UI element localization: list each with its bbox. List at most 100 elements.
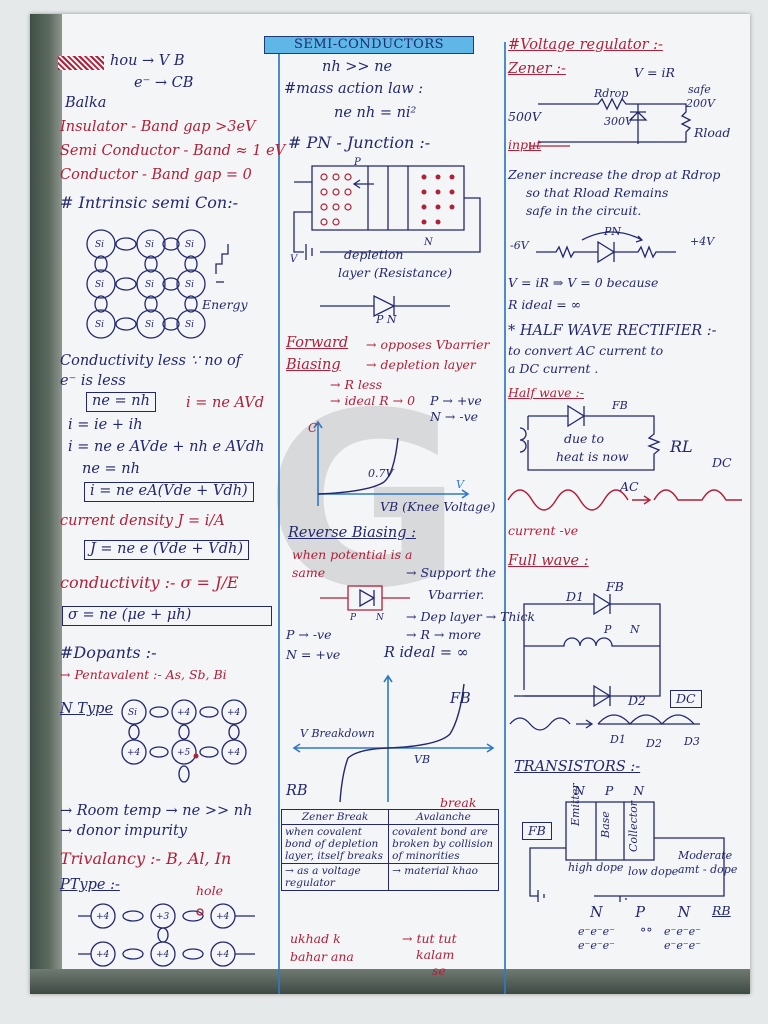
transistor-fb-box: FB bbox=[522, 822, 552, 840]
low-dope-label: low dope bbox=[628, 865, 679, 878]
electron-cb-line: e⁻ → CB bbox=[134, 75, 194, 91]
vb-label: VB bbox=[414, 753, 431, 766]
ptype-label: PType :- bbox=[60, 877, 120, 893]
pentavalent-line: → Pentavalent :- As, Sb, Bi bbox=[60, 667, 227, 682]
hwr-line-2: to convert AC current to bbox=[508, 343, 664, 358]
zener-avalanche-table: Zener Break Avalanche when covalent bond… bbox=[280, 808, 499, 892]
watermark-logo: G bbox=[265, 361, 462, 641]
footer-ukhad: ukhad k bbox=[290, 931, 341, 946]
v500-label: 500V bbox=[508, 109, 541, 124]
fw-d2-label: D2 bbox=[628, 693, 646, 708]
i-ne-avd: i = ne AVd bbox=[186, 395, 265, 411]
svg-text:V: V bbox=[456, 478, 465, 491]
amt-dope-label: amt - dope bbox=[678, 863, 738, 876]
depletion-label-2: layer (Resistance) bbox=[338, 265, 453, 280]
footer-bahar: bahar ana bbox=[290, 949, 354, 964]
table-header-zener: Zener Break bbox=[280, 808, 390, 826]
d2-bottom: D2 bbox=[646, 737, 662, 750]
forward-label: Forward bbox=[286, 335, 349, 351]
npn-top-labels: N P N bbox=[574, 783, 653, 798]
rl-label: RL bbox=[670, 437, 693, 456]
svg-text:Si: Si bbox=[95, 320, 104, 330]
svg-text:Si: Si bbox=[185, 320, 194, 330]
v300-label: 300V bbox=[604, 115, 633, 128]
holes-dots: °° bbox=[640, 925, 653, 940]
knee-voltage-label: VB (Knee Voltage) bbox=[380, 499, 496, 514]
svg-text:+4: +4 bbox=[227, 748, 241, 758]
full-wave-circuit bbox=[514, 582, 674, 710]
diode-pn-labels: P N bbox=[376, 313, 397, 326]
ne-nh-box: ne = nh bbox=[86, 392, 156, 412]
plus4-label: +4V bbox=[690, 235, 715, 248]
svg-text:N: N bbox=[375, 613, 385, 623]
dopants-heading: #Dopants :- bbox=[60, 643, 157, 662]
svg-text:+3: +3 bbox=[156, 912, 170, 922]
page-title: SEMI-CONDUCTORS bbox=[264, 36, 474, 54]
rectifier-waveform bbox=[508, 480, 742, 520]
mass-action-formula: ne nh = ni² bbox=[334, 105, 417, 121]
trivalancy-line: Trivalancy :- B, Al, In bbox=[60, 849, 232, 868]
svg-text:N: N bbox=[423, 237, 434, 248]
room-temp-line: → Room temp → ne >> nh bbox=[60, 803, 253, 819]
zener-label: Zener :- bbox=[508, 61, 566, 77]
rdrop-label: Rdrop bbox=[594, 87, 629, 100]
svg-text:+4: +4 bbox=[96, 950, 110, 960]
conductivity-formula: conductivity :- σ = J/E bbox=[60, 573, 239, 592]
ptype-lattice-diagram: +4+3+4 +4+4+4 bbox=[78, 898, 268, 968]
svg-text:C: C bbox=[308, 421, 317, 435]
diode-potential-circuit bbox=[512, 226, 712, 266]
fw-p-label: P bbox=[604, 623, 612, 636]
footer-kalam: kalam bbox=[416, 947, 455, 962]
svg-text:P: P bbox=[349, 613, 357, 623]
zener-regulator-circuit bbox=[510, 86, 710, 156]
transistors-heading: TRANSISTORS :- bbox=[514, 759, 641, 775]
svg-text:+4: +4 bbox=[96, 912, 110, 922]
rb-r-more: → R → more bbox=[406, 627, 482, 642]
table-header-avalanche: Avalanche bbox=[388, 808, 499, 826]
column-divider-left bbox=[278, 42, 280, 994]
rload-label: Rload bbox=[694, 125, 731, 140]
i-sum: i = ie + ih bbox=[68, 417, 143, 433]
safe-value: 200V bbox=[686, 97, 715, 110]
electrons-row-2: e⁻e⁻e⁻ bbox=[578, 939, 615, 952]
full-wave-label: Full wave : bbox=[508, 553, 589, 569]
rb-ideal-infinite: R ideal = ∞ bbox=[384, 645, 469, 661]
collector-label: Collector bbox=[627, 800, 640, 852]
full-wave-output bbox=[510, 710, 742, 738]
rb-p-negative: P → -ve bbox=[286, 627, 332, 642]
iv-characteristic-graph bbox=[288, 674, 498, 804]
pn-junction-diagram: PNV bbox=[290, 157, 494, 265]
fb-n-negative: N → -ve bbox=[430, 409, 479, 424]
svg-text:Si: Si bbox=[185, 280, 194, 290]
ac-label: AC bbox=[620, 479, 639, 494]
hwr-heading: * HALF WAVE RECTIFIER :- bbox=[508, 323, 717, 339]
half-wave-label: Half wave :- bbox=[508, 385, 584, 400]
svg-text:+4: +4 bbox=[127, 748, 141, 758]
svg-text:Si: Si bbox=[95, 280, 104, 290]
notes-photo: SEMI-CONDUCTORS G hou → V B e⁻ → CB Balk… bbox=[30, 14, 750, 994]
footer-tut: → tut tut bbox=[402, 931, 457, 946]
zener-text-1: Zener increase the drop at Rdrop bbox=[508, 167, 721, 182]
v-ir-formula: V = iR bbox=[634, 65, 675, 80]
ne-nh-2: ne = nh bbox=[82, 461, 140, 477]
svg-text:+4: +4 bbox=[156, 950, 170, 960]
d1-bottom: D1 bbox=[610, 733, 626, 746]
v-breakdown-label: V Breakdown bbox=[300, 727, 375, 740]
donor-line: → donor impurity bbox=[60, 823, 187, 839]
due-to-label: due to bbox=[564, 431, 604, 446]
rb-n-positive: N = +ve bbox=[286, 647, 341, 662]
fb-opposes: → opposes Vbarrier bbox=[366, 337, 490, 352]
zener-text-3: safe in the circuit. bbox=[526, 203, 642, 218]
iv-rb-label: RB bbox=[286, 783, 308, 799]
pn-junction-heading: # PN - Junction :- bbox=[288, 133, 431, 152]
emitter-label: Emitter bbox=[569, 783, 582, 826]
fw-n-label: N bbox=[630, 623, 640, 636]
iv-fb-label: FB bbox=[450, 691, 471, 707]
svg-text:Si: Si bbox=[185, 240, 194, 250]
svg-text:Si: Si bbox=[95, 240, 104, 250]
svg-text:+5: +5 bbox=[177, 748, 191, 758]
j-box: J = ne e (Vde + Vdh) bbox=[84, 540, 250, 560]
table-surface bbox=[30, 969, 750, 994]
fw-d1-label: D1 bbox=[566, 589, 584, 604]
reverse-biasing-heading: Reverse Biasing : bbox=[288, 525, 416, 541]
